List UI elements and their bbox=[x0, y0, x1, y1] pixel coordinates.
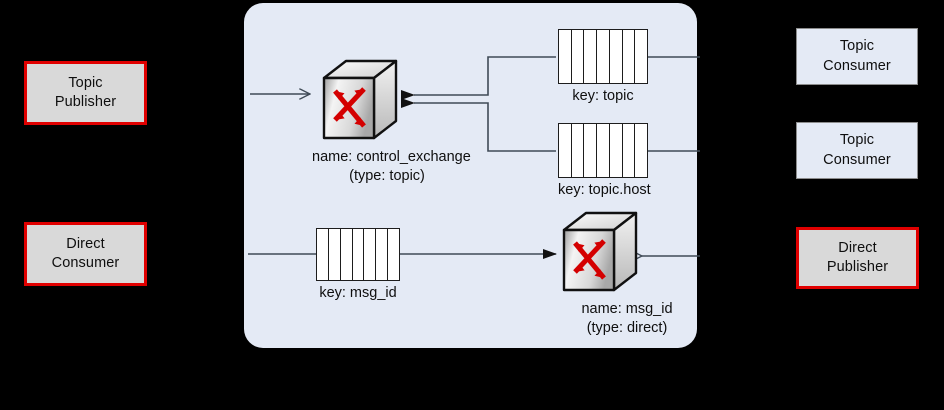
exchange-type: (type: topic) bbox=[349, 167, 425, 184]
queue-cell bbox=[572, 124, 585, 177]
actor-label-line1: Topic bbox=[839, 38, 875, 55]
actor-label-line1: Topic bbox=[839, 132, 875, 149]
queue-cell bbox=[559, 30, 572, 83]
queue-cell bbox=[635, 124, 647, 177]
actor-label-line2: Consumer bbox=[51, 255, 120, 271]
queue-msg-id[interactable]: key: msg_id bbox=[316, 228, 400, 301]
exchange-switch-icon bbox=[322, 59, 398, 140]
queue-label: key: topic.host bbox=[558, 182, 651, 198]
queue-label: key: topic bbox=[572, 88, 634, 104]
actor-topic-consumer-2[interactable]: Topic Consumer bbox=[796, 122, 918, 179]
exchange-msg-id[interactable]: name: msg_id (type: direct) bbox=[552, 210, 702, 338]
queue-cell bbox=[610, 124, 623, 177]
queue-cell bbox=[376, 229, 389, 280]
queue-topic[interactable]: key: topic bbox=[558, 29, 648, 104]
exchange-caption: name: control_exchange (type: topic) bbox=[312, 148, 471, 186]
actor-topic-consumer-1[interactable]: Topic Consumer bbox=[796, 28, 918, 85]
actor-label-line1: Direct bbox=[66, 235, 105, 252]
actor-label-line1: Topic bbox=[68, 74, 103, 91]
queue-topic-host[interactable]: key: topic.host bbox=[558, 123, 651, 198]
queue-cell bbox=[623, 124, 636, 177]
connector-queue-topic-to-control-exchange bbox=[401, 56, 556, 100]
queue-cell bbox=[597, 124, 610, 177]
exchange-caption: name: msg_id (type: direct) bbox=[552, 300, 702, 338]
actor-direct-consumer[interactable]: Direct Consumer bbox=[24, 222, 147, 286]
queue-cell bbox=[388, 229, 399, 280]
actor-label-line2: Consumer bbox=[823, 151, 891, 168]
queue-cell bbox=[635, 30, 647, 83]
queue-cell bbox=[584, 124, 598, 177]
queue-glyph bbox=[316, 228, 400, 281]
queue-cell bbox=[317, 229, 329, 280]
queue-cell bbox=[597, 30, 610, 83]
exchange-switch-icon bbox=[562, 211, 638, 292]
queue-cell bbox=[341, 229, 353, 280]
queue-glyph bbox=[558, 29, 648, 84]
queue-cell bbox=[559, 124, 572, 177]
exchange-name: name: msg_id bbox=[581, 301, 673, 317]
queue-cell bbox=[353, 229, 365, 280]
actor-label-line2: Consumer bbox=[823, 57, 891, 74]
actor-label-line2: Publisher bbox=[54, 94, 117, 110]
queue-label: key: msg_id bbox=[319, 285, 397, 301]
queue-cell bbox=[329, 229, 341, 280]
queue-cell bbox=[623, 30, 636, 83]
actor-direct-publisher[interactable]: Direct Publisher bbox=[796, 227, 919, 289]
actor-label-line2: Publisher bbox=[826, 259, 889, 275]
queue-cell bbox=[610, 30, 623, 83]
actor-topic-publisher[interactable]: Topic Publisher bbox=[24, 61, 147, 125]
queue-cell bbox=[584, 30, 598, 83]
connector-queue-topic-host-to-control-exchange bbox=[401, 98, 556, 152]
queue-glyph bbox=[558, 123, 648, 178]
queue-cell bbox=[364, 229, 377, 280]
exchange-type: (type: direct) bbox=[586, 319, 668, 336]
queue-cell bbox=[572, 30, 585, 83]
exchange-control-exchange[interactable]: name: control_exchange (type: topic) bbox=[312, 58, 471, 186]
actor-label-line1: Direct bbox=[838, 239, 877, 256]
exchange-name: name: control_exchange bbox=[312, 149, 471, 165]
